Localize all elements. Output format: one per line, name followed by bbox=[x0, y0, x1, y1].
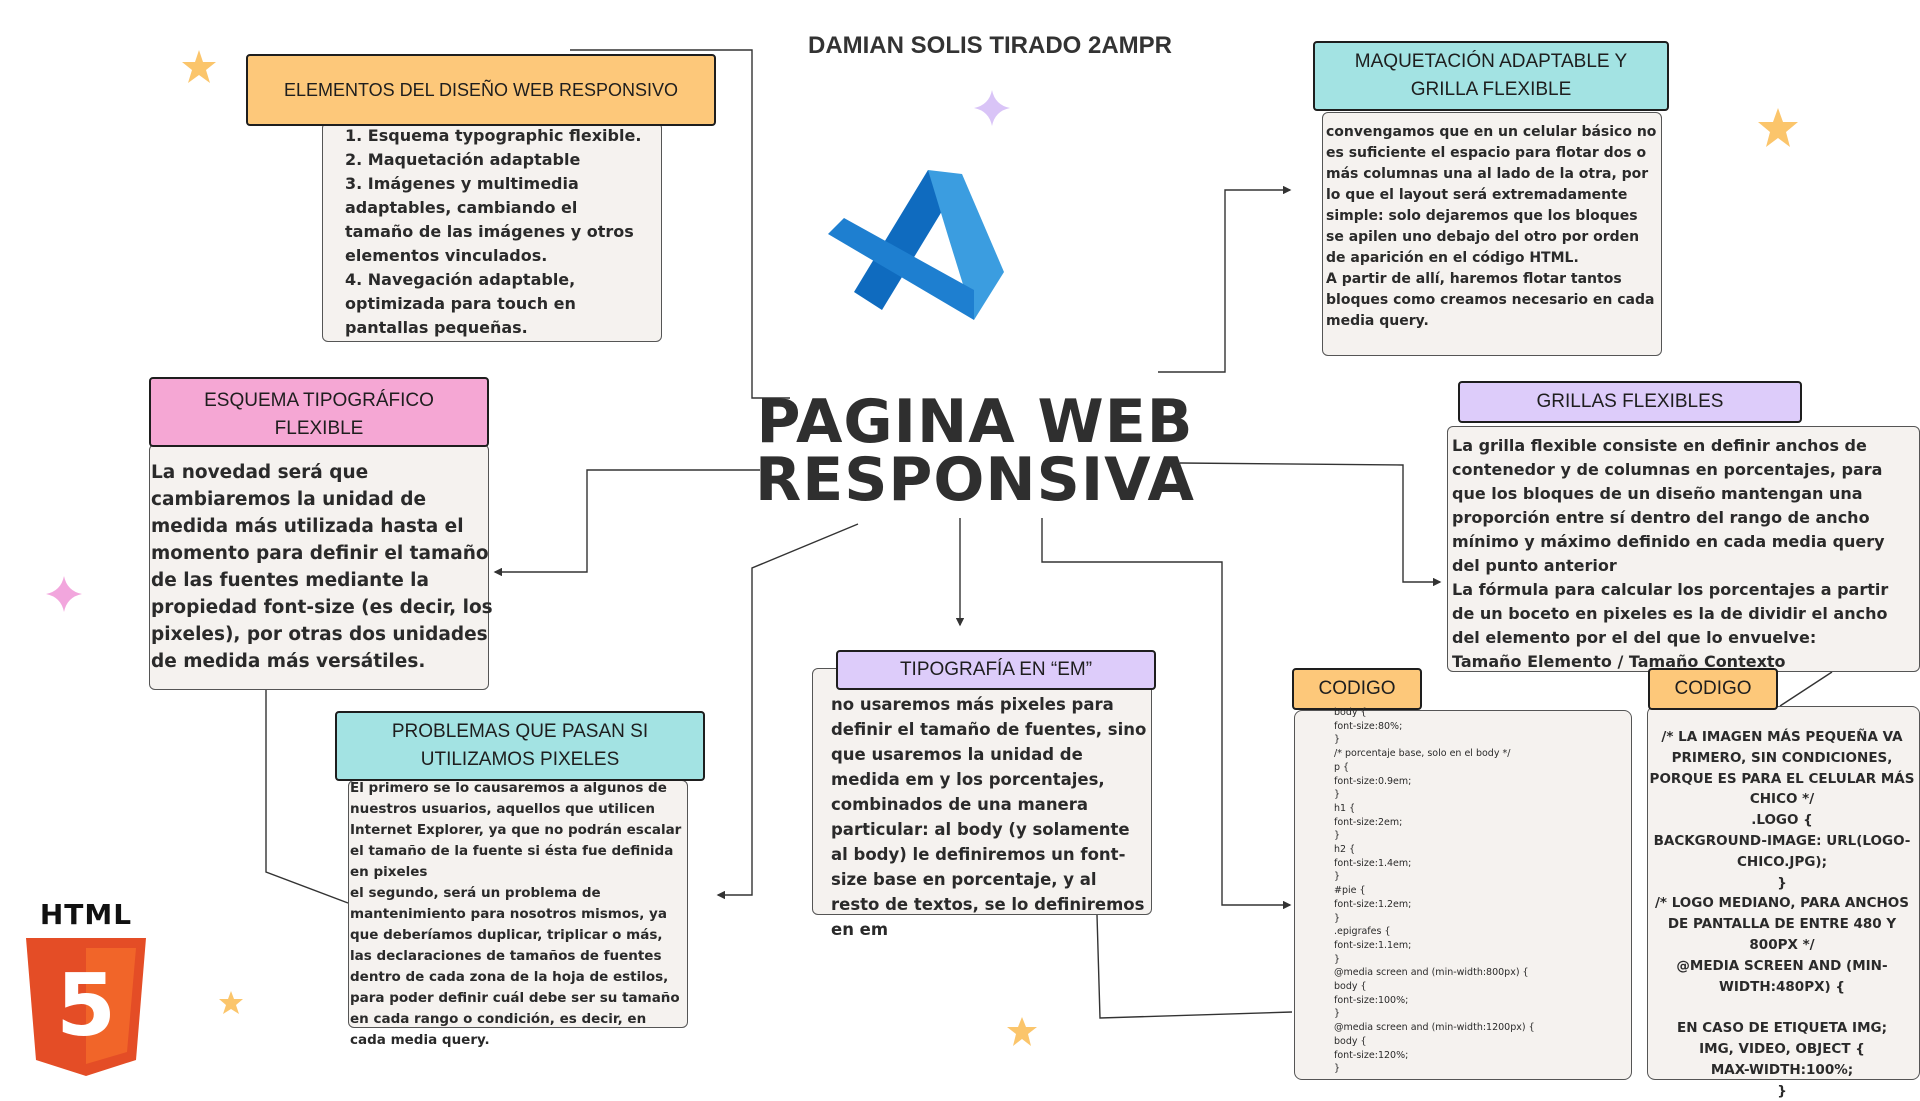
star-icon bbox=[182, 50, 216, 83]
html5-digit: 5 bbox=[56, 956, 116, 1056]
line-to-maquetacion bbox=[1158, 185, 1292, 373]
elementos-box bbox=[322, 122, 662, 342]
problemas-box bbox=[348, 780, 688, 1028]
tipografia-text: no usaremos más pixeles para definir el … bbox=[831, 695, 1147, 939]
grillas-header: GRILLAS FLEXIBLES bbox=[1458, 381, 1802, 423]
line-grillas-codigo2 bbox=[1779, 671, 1833, 707]
line-esquema-problemas bbox=[265, 690, 349, 904]
author-name: DAMIAN SOLIS TIRADO 2AMPR bbox=[807, 32, 1172, 59]
grillas-text: La grilla flexible consiste en definir a… bbox=[1452, 436, 1889, 671]
tipografia-header: TIPOGRAFÍA EN “EM” bbox=[836, 650, 1156, 690]
sparkle-icon bbox=[974, 90, 1010, 126]
codigo1-header: CODIGO bbox=[1292, 668, 1422, 710]
maquetacion-text: convengamos que en un celular básico no … bbox=[1326, 124, 1657, 329]
esquema-text: La novedad será que cambiaremos la unida… bbox=[151, 462, 493, 672]
vscode-logo-icon bbox=[828, 170, 1004, 320]
sparkle-icon bbox=[46, 576, 82, 612]
html5-logo-icon bbox=[26, 938, 146, 1076]
esquema-header: ESQUEMA TIPOGRÁFICO FLEXIBLE bbox=[149, 377, 489, 447]
codigo1-text: body { font-size:80%; } /* porcentaje ba… bbox=[1334, 707, 1535, 1075]
esquema-box bbox=[149, 444, 489, 690]
line-to-problemas bbox=[716, 523, 859, 900]
star-icon bbox=[1758, 108, 1798, 147]
star-icon bbox=[1007, 1017, 1037, 1046]
elementos-text: 1. Esquema typographic flexible. 2. Maqu… bbox=[345, 126, 642, 337]
problemas-text: El primero se lo causaremos a algunos de… bbox=[350, 780, 682, 1048]
maquetacion-box bbox=[1322, 112, 1662, 356]
star-icon bbox=[219, 991, 243, 1014]
codigo2-header: CODIGO bbox=[1648, 668, 1778, 710]
line-tipografia-codigo bbox=[1096, 914, 1293, 1019]
line-to-codigo1 bbox=[1041, 518, 1292, 910]
tipografia-box bbox=[812, 668, 1152, 915]
line-to-grillas bbox=[1179, 462, 1442, 587]
line-to-esquema bbox=[493, 469, 760, 577]
line-to-elementos bbox=[570, 49, 790, 399]
html5-label: HTML bbox=[39, 898, 133, 931]
maquetacion-header: MAQUETACIÓN ADAPTABLE Y GRILLA FLEXIBLE bbox=[1313, 41, 1669, 111]
elementos-header: ELEMENTOS DEL DISEÑO WEB RESPONSIVO bbox=[246, 54, 716, 126]
grillas-box bbox=[1447, 426, 1920, 672]
codigo2-text: /* LA IMAGEN MÁS PEQUEÑA VA PRIMERO, SIN… bbox=[1649, 729, 1915, 1099]
main-title: PAGINA WEB RESPONSIVA bbox=[755, 387, 1195, 515]
problemas-header: PROBLEMAS QUE PASAN SI UTILIZAMOS PIXELE… bbox=[335, 711, 705, 781]
codigo1-box bbox=[1294, 710, 1632, 1080]
html5-logo: HTML 5 bbox=[26, 898, 146, 1078]
